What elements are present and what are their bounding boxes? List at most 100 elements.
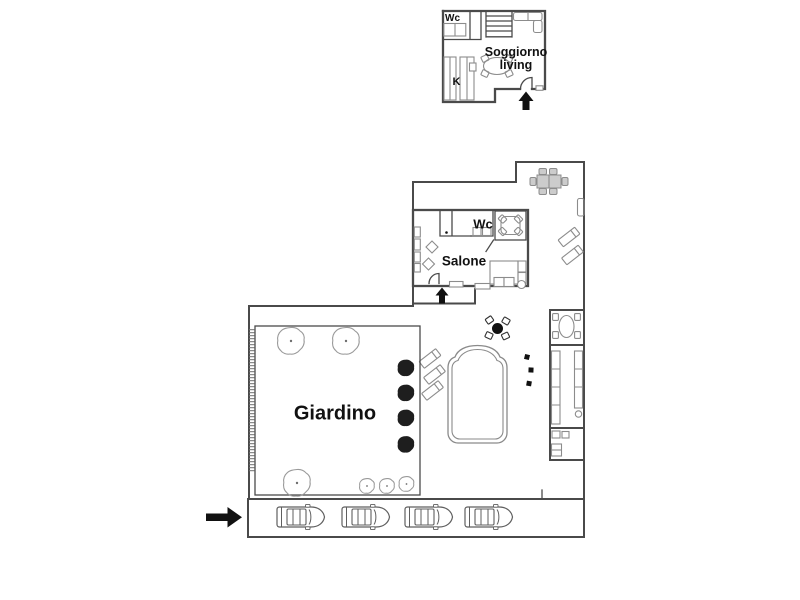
driveway-outline — [247, 498, 585, 538]
nook-walls — [494, 210, 527, 241]
sofa-side — [532, 19, 543, 34]
planter-box-icon — [526, 380, 532, 387]
main-floor-plan: Wc Salone — [206, 161, 585, 538]
salone-walls — [411, 208, 530, 288]
stair-treads — [485, 10, 513, 38]
planter-box-icon — [523, 353, 531, 361]
entrance-door-arc — [519, 76, 533, 90]
swimming-pool-inner — [451, 348, 504, 440]
chair-icon — [538, 168, 547, 175]
annex-kitchen — [550, 350, 584, 425]
garden-outer-boundary — [248, 305, 414, 500]
property-outline — [248, 161, 585, 538]
counter-lines — [551, 368, 560, 406]
sun-lounger-icon — [421, 380, 444, 401]
staircase — [485, 10, 513, 38]
tree-center-dot — [289, 339, 293, 343]
chair-icon — [552, 331, 559, 339]
foot-stool — [503, 276, 515, 288]
outdoor-dining-set — [529, 168, 569, 195]
square-table — [500, 215, 521, 236]
chair-icon — [549, 188, 558, 195]
pillow — [517, 260, 527, 273]
chair-icon — [484, 315, 495, 325]
chair-icon — [513, 213, 524, 225]
pouf-icon — [425, 240, 439, 254]
sun-lounger-icon — [557, 226, 581, 248]
garden-label: Giardino — [294, 403, 376, 425]
salone-shelving — [413, 226, 421, 273]
round-table-set — [484, 315, 511, 341]
sofa-icon — [512, 11, 543, 34]
shelf — [413, 251, 421, 263]
annex-interior-walls — [549, 344, 585, 429]
tree-center-dot — [295, 481, 299, 485]
counter-lines — [574, 368, 583, 388]
car-icon — [404, 503, 454, 531]
oval-table — [558, 314, 575, 339]
planter — [576, 197, 585, 217]
kitchen-label: K — [453, 76, 461, 88]
porch-step — [474, 282, 491, 290]
sink-icon — [574, 410, 583, 418]
upper-outer-walls-left — [441, 9, 522, 104]
upper-interior-walls — [442, 10, 482, 41]
chair-icon — [484, 330, 494, 341]
terrace — [529, 168, 585, 266]
chair-icon — [500, 331, 511, 341]
annex-dining-room — [552, 313, 581, 339]
wc-fixture — [472, 226, 482, 237]
bed-icon — [489, 260, 527, 290]
sun-lounger-icon — [561, 244, 584, 266]
foot-stool — [493, 276, 505, 288]
chair-icon — [497, 213, 508, 225]
chair-icon — [574, 331, 581, 339]
bush-icon — [397, 436, 415, 453]
main-wc-label: Wc — [473, 217, 493, 232]
shelf — [413, 238, 421, 251]
sun-lounger-icon — [423, 364, 446, 385]
entrance-arrow-up-icon — [435, 287, 449, 304]
salone-unit: Wc Salone — [411, 208, 530, 305]
closet-dot — [445, 231, 448, 234]
chair-icon — [538, 188, 547, 195]
planter-box-icon — [528, 367, 534, 373]
living-label-line2: living — [500, 58, 533, 72]
shelf — [413, 262, 421, 273]
terrace-outline — [412, 161, 585, 538]
entrance-arrow-up-icon — [518, 91, 534, 110]
bush-icon — [397, 409, 415, 427]
round-table — [492, 323, 503, 334]
salone-label: Salone — [442, 254, 487, 269]
upper-wc-room: Wc — [443, 13, 467, 37]
pool-area — [418, 315, 534, 444]
chair-icon — [549, 168, 558, 175]
chair-icon — [574, 313, 581, 321]
oval-table — [482, 56, 512, 76]
bush-icon — [397, 384, 415, 402]
counter — [573, 350, 584, 409]
swimming-pool — [447, 344, 508, 444]
annex-walls — [549, 309, 585, 461]
upper-wc-label: Wc — [445, 13, 460, 24]
car-icon — [464, 503, 514, 531]
upper-dining-table — [480, 53, 514, 79]
annex-bathroom — [550, 430, 570, 457]
salone-door-arc — [428, 272, 440, 285]
sun-lounger-icon — [418, 348, 442, 369]
sink-icon — [468, 62, 477, 72]
tree-center-dot — [366, 485, 368, 487]
bush-icon — [397, 359, 415, 377]
bidet-icon — [561, 430, 570, 439]
car-icon — [341, 503, 391, 531]
tree-center-dot — [405, 483, 408, 485]
annex-building — [549, 309, 585, 461]
wc-fixture — [481, 226, 492, 237]
chair-icon — [561, 177, 569, 186]
closet-walls — [439, 210, 472, 237]
living-label-line1: Soggiorno — [485, 45, 548, 59]
chair-icon — [552, 313, 559, 321]
wc-door-leaf — [485, 239, 495, 253]
pouf-icon — [421, 257, 436, 271]
